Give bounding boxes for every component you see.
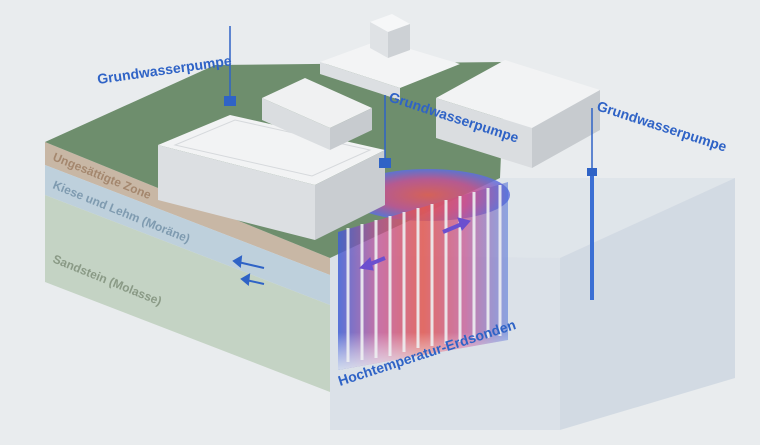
pump-center — [379, 95, 391, 168]
heat-flow-arrows — [358, 217, 471, 271]
probe-field-fade — [338, 182, 508, 370]
pump-right-label: Grundwasserpumpe — [595, 98, 729, 155]
layer-sandstone — [45, 195, 330, 392]
pump-right — [587, 108, 597, 300]
layer-unsaturated — [45, 142, 330, 275]
layer-moraine — [45, 165, 330, 305]
glass-block-side — [560, 178, 735, 430]
groundwater-flow-arrows — [232, 255, 265, 286]
pump-left — [224, 26, 236, 106]
building-large — [158, 115, 385, 240]
building-right — [436, 60, 600, 168]
building-top — [320, 14, 460, 100]
building-middle — [262, 78, 372, 150]
